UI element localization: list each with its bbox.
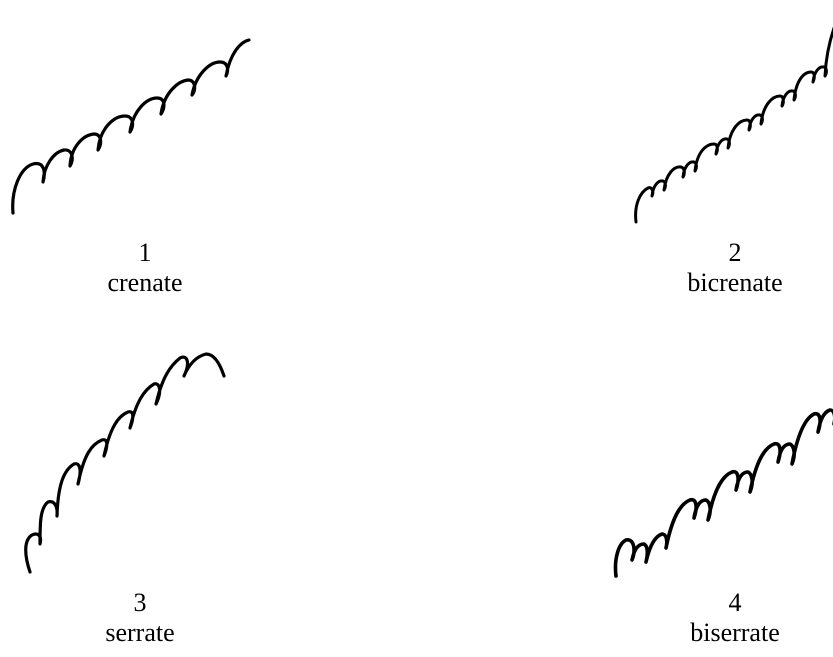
figure-label: bicrenate xyxy=(687,268,783,297)
figure-label: crenate xyxy=(107,268,183,297)
figure-number: 3 xyxy=(133,588,147,617)
biserrate-margin-line xyxy=(613,408,833,578)
serrate-margin-line xyxy=(24,352,226,574)
figure-biserrate: 4 biserrate xyxy=(560,340,833,657)
figure-caption-bicrenate: 2 bicrenate xyxy=(660,238,810,298)
bicrenate-margin-drawing xyxy=(634,26,833,224)
figure-number: 4 xyxy=(728,588,742,617)
figure-caption-crenate: 1 crenate xyxy=(70,238,220,298)
figure-label: biserrate xyxy=(690,618,780,647)
figure-caption-biserrate: 4 biserrate xyxy=(660,588,810,648)
bicrenate-margin-line xyxy=(634,26,833,224)
figure-number: 2 xyxy=(728,238,742,267)
figure-label: serrate xyxy=(105,618,175,647)
crenate-margin-drawing xyxy=(11,38,251,215)
biserrate-margin-drawing xyxy=(613,408,833,578)
figure-serrate: 3 serrate xyxy=(0,340,300,657)
serrate-margin-drawing xyxy=(24,352,226,574)
figure-crenate: 1 crenate xyxy=(0,0,300,320)
crenate-margin-line xyxy=(11,38,251,215)
figure-caption-serrate: 3 serrate xyxy=(65,588,215,648)
figure-number: 1 xyxy=(138,238,152,267)
figure-bicrenate: 2 bicrenate xyxy=(560,0,833,320)
